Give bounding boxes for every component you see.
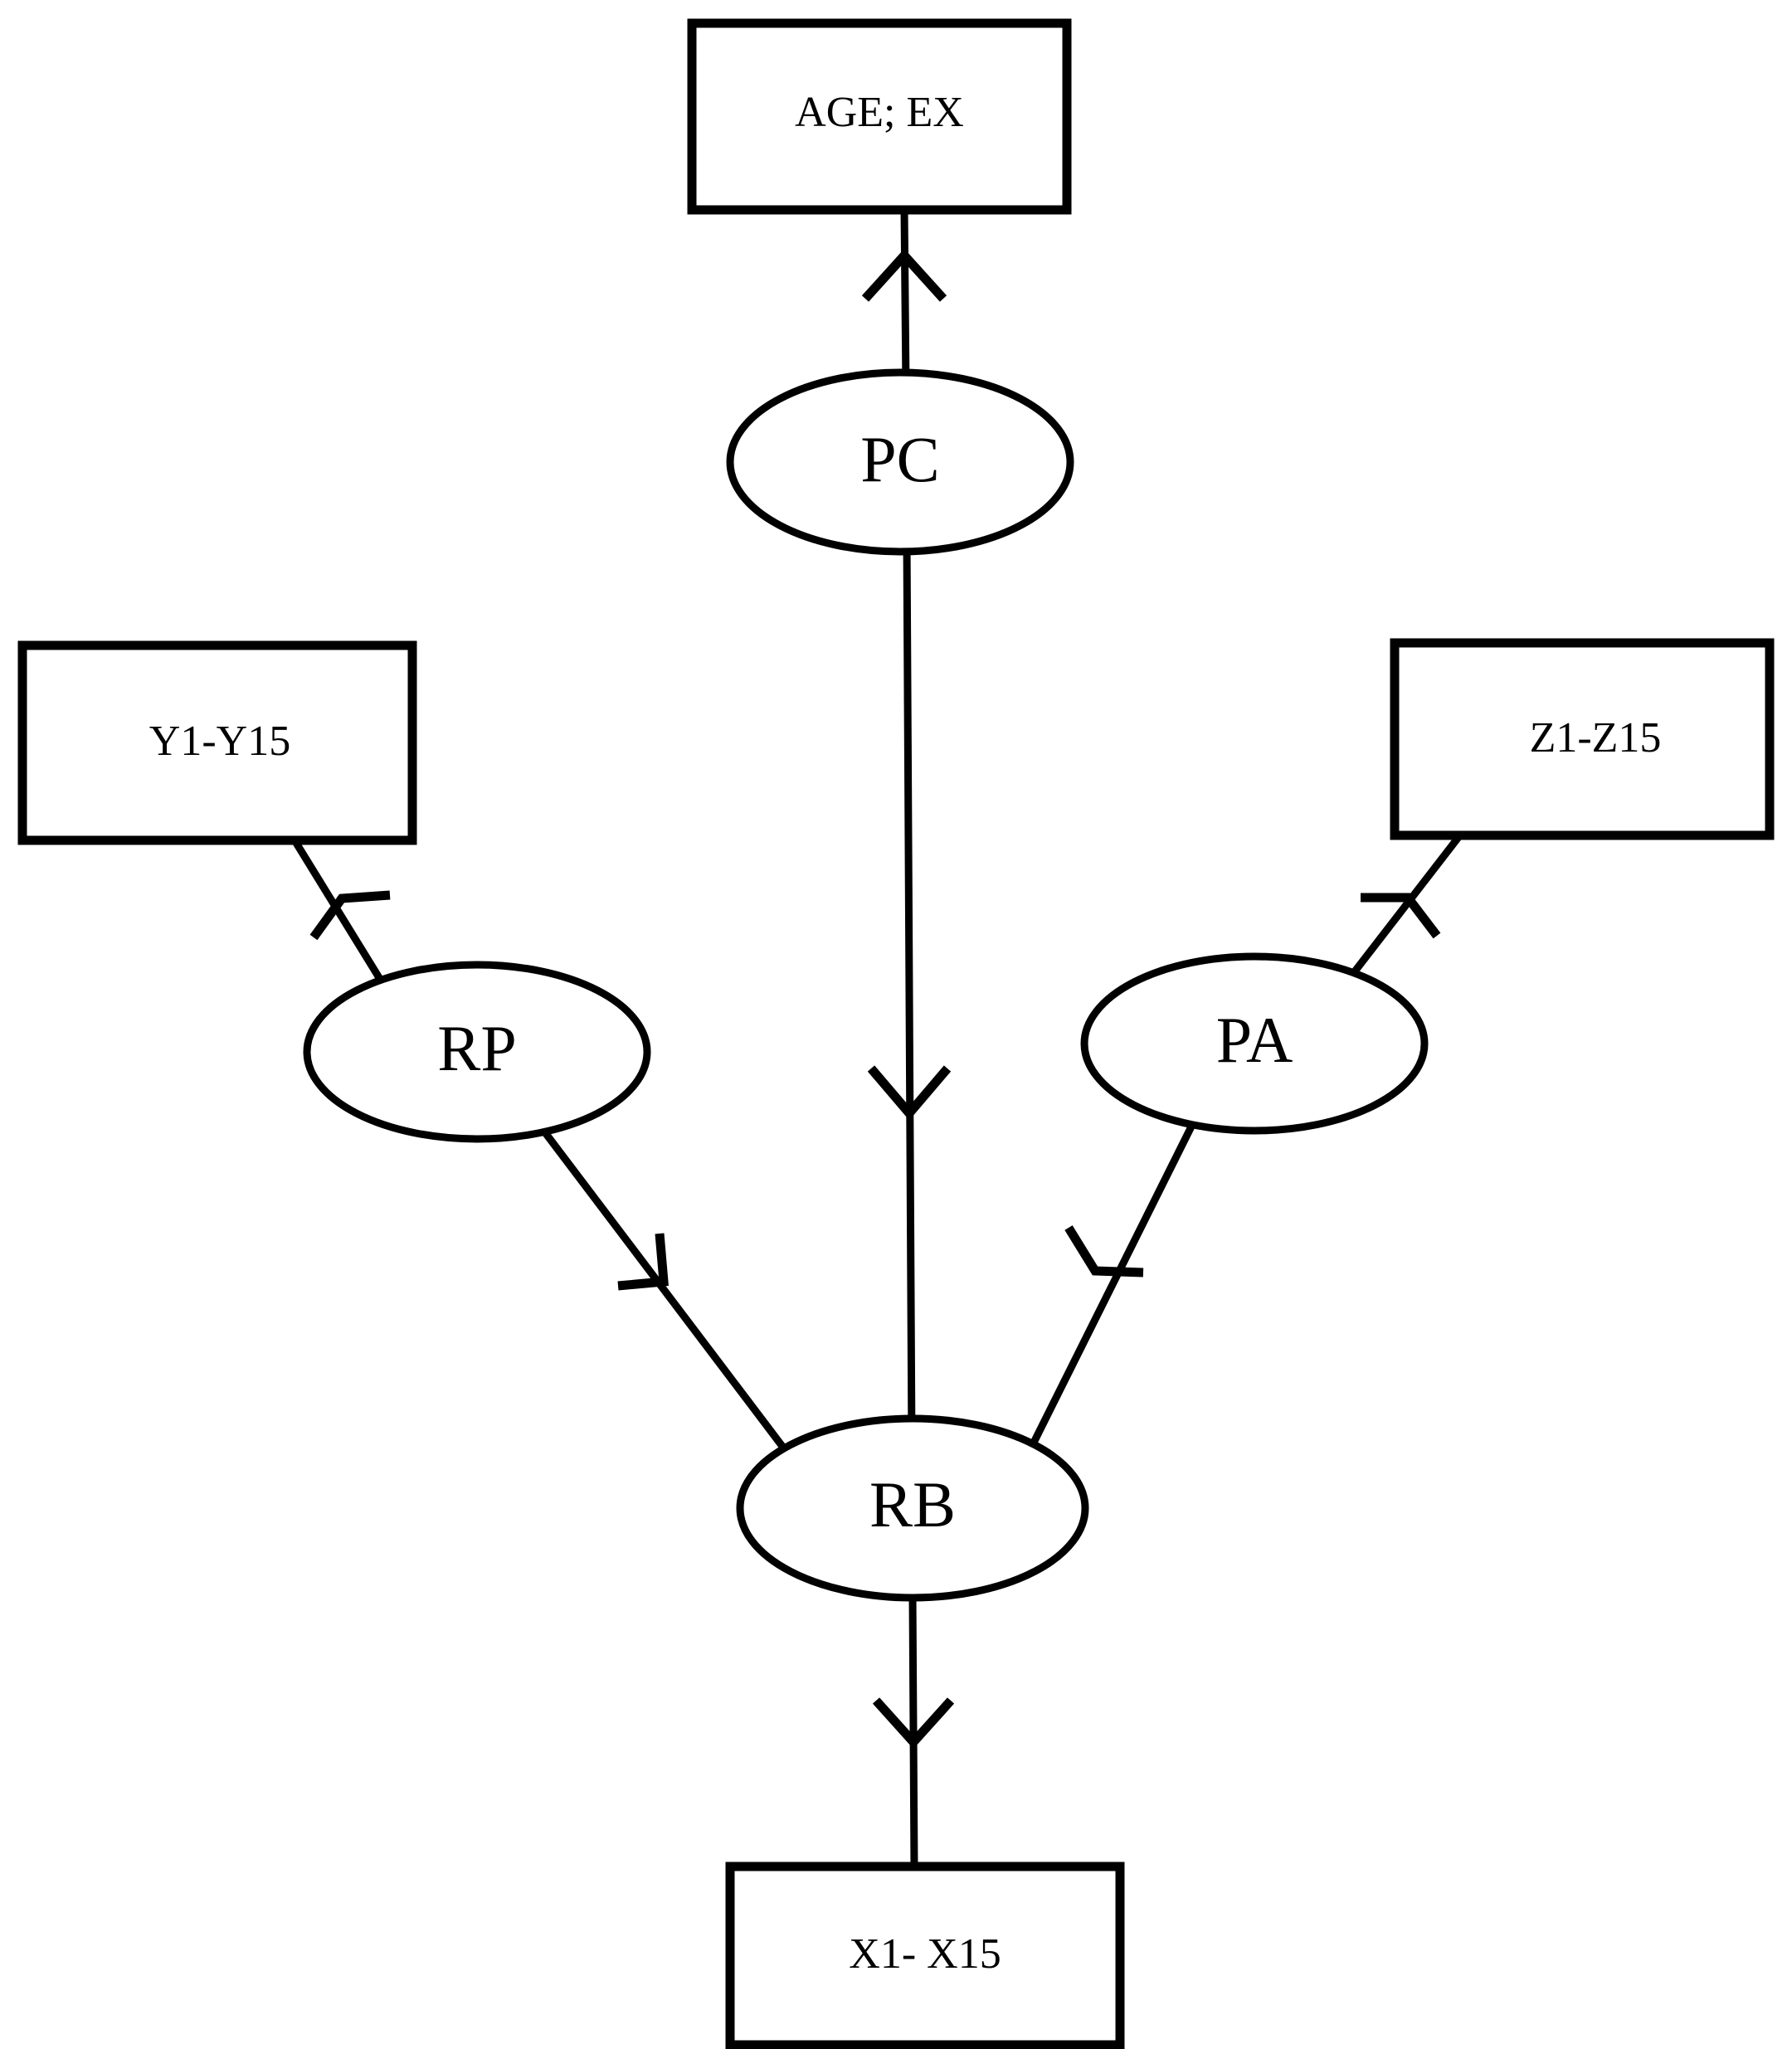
edge-pc-to-age-ex <box>861 209 947 389</box>
node-box-age-ex[interactable] <box>687 18 1072 215</box>
node-layer: AGE; EX PC Y1-Y15 Z1-Z15 RP <box>17 18 1775 2049</box>
node-label-x-indicators: X1- X15 <box>849 1930 1001 1978</box>
node-box-y-indicators[interactable] <box>17 640 417 845</box>
edge-line-pc-to-age-ex <box>900 209 910 389</box>
arrowhead-pa-to-rb <box>1064 1225 1144 1278</box>
node-label-pa: PA <box>1216 1004 1293 1076</box>
edge-pa-to-z-indicators <box>1337 830 1465 992</box>
arrowhead-down-pc-to-rb <box>867 1065 952 1121</box>
node-y-indicators[interactable]: Y1-Y15 <box>17 640 417 845</box>
edge-line-rp-to-rb <box>536 1122 800 1467</box>
edge-line-pc-to-rb <box>903 538 916 1448</box>
node-ellipse-pc[interactable] <box>726 368 1074 556</box>
edge-layer <box>289 209 1465 1871</box>
arrowhead-up-pc-to-age-ex <box>861 248 947 302</box>
node-ellipse-rp[interactable] <box>303 961 651 1143</box>
arrowhead-rp-to-y <box>309 890 391 941</box>
node-label-rp: RP <box>437 1012 516 1084</box>
arrowhead-down-rb-to-x <box>872 1697 955 1750</box>
node-z-indicators[interactable]: Z1-Z15 <box>1390 638 1775 840</box>
node-pc[interactable]: PC <box>726 368 1074 556</box>
arrowhead-rp-to-rb <box>617 1233 669 1291</box>
node-label-y-indicators: Y1-Y15 <box>149 718 290 765</box>
edge-rb-to-x-indicators <box>872 1594 955 1871</box>
node-label-pc: PC <box>860 423 939 495</box>
node-ellipse-rb[interactable] <box>736 1414 1089 1602</box>
node-x-indicators[interactable]: X1- X15 <box>725 1862 1125 2049</box>
node-box-z-indicators[interactable] <box>1390 638 1775 840</box>
edge-pc-to-rb <box>867 538 952 1448</box>
edge-line-pa-to-z <box>1337 830 1465 992</box>
edge-rp-to-y-indicators <box>289 834 395 1000</box>
node-rp[interactable]: RP <box>303 961 651 1143</box>
node-box-x-indicators[interactable] <box>725 1862 1125 2049</box>
edge-rp-to-rb <box>536 1122 800 1467</box>
node-rb[interactable]: RB <box>736 1414 1089 1602</box>
edge-line-rp-to-y <box>289 834 395 1000</box>
node-label-rb: RB <box>869 1468 956 1540</box>
node-label-z-indicators: Z1-Z15 <box>1530 714 1662 762</box>
edge-pa-to-rb <box>1023 1117 1199 1458</box>
node-ellipse-pa[interactable] <box>1080 952 1429 1135</box>
arrowhead-pa-to-z <box>1361 893 1441 939</box>
edge-line-rb-to-x <box>908 1594 918 1871</box>
node-pa[interactable]: PA <box>1080 952 1429 1135</box>
edge-line-pa-to-rb <box>1023 1117 1199 1458</box>
node-age-ex[interactable]: AGE; EX <box>687 18 1072 215</box>
node-label-age-ex: AGE; EX <box>795 89 964 136</box>
